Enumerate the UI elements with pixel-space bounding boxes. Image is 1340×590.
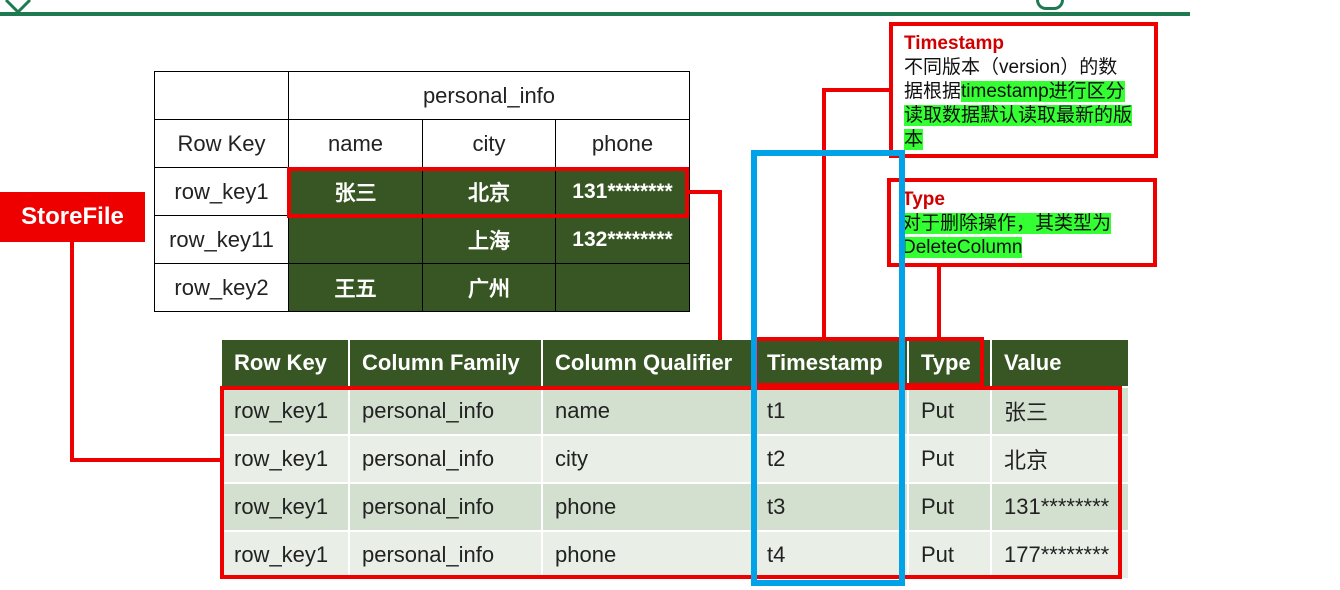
header-timestamp: Timestamp <box>754 340 909 387</box>
cell-column-family: personal_info <box>349 530 543 578</box>
city-cell: 上海 <box>422 215 556 264</box>
timestamp-note-text: 不同版本（version）的数 据根据timestamp进行区分 读取数据默认读… <box>904 56 1154 152</box>
cell-column-qualifier: phone <box>542 482 755 531</box>
storefile-connector <box>70 242 74 462</box>
cell-type: Put <box>908 434 992 483</box>
cell-value: 张三 <box>991 386 1130 435</box>
row-key1-highlight-box <box>287 167 689 218</box>
cell-timestamp: t2 <box>754 434 909 483</box>
timestamp-connector <box>822 88 826 340</box>
type-note-text: 对于删除操作，其类型为 DeleteColumn <box>902 212 1153 260</box>
storefile-label: StoreFile <box>0 192 145 242</box>
header-column-family: Column Family <box>349 340 543 387</box>
cell-value: 177******** <box>991 530 1130 578</box>
cell-column-qualifier: name <box>542 386 755 435</box>
storefile-table: Row Key Column Family Column Qualifier T… <box>222 340 1130 578</box>
table-row: row_key1 personal_info phone t3 Put 131*… <box>222 482 1130 531</box>
name-cell <box>288 215 423 264</box>
storefile-connector <box>70 458 222 462</box>
header-row-key: Row Key <box>222 340 350 387</box>
header-type: Type <box>908 340 992 387</box>
table-row: row_key1 张三 北京 131******** <box>154 167 690 216</box>
header-name: name <box>288 119 423 168</box>
cell-row-key: row_key1 <box>222 530 350 578</box>
timestamp-note: Timestamp 不同版本（version）的数 据根据timestamp进行… <box>889 22 1158 158</box>
logo-icon <box>1036 0 1064 10</box>
cell-column-family: personal_info <box>349 386 543 435</box>
row-key-cell: row_key2 <box>154 263 289 312</box>
table-row: row_key11 上海 132******** <box>154 215 690 264</box>
timestamp-note-highlight: timestamp进行区分 <box>961 81 1125 102</box>
cell-timestamp: t4 <box>754 530 909 578</box>
timestamp-note-highlight: 本 <box>904 129 924 150</box>
connector-line <box>718 190 722 340</box>
top-divider <box>0 12 1190 16</box>
cell-timestamp: t3 <box>754 482 909 531</box>
cell-row-key: row_key1 <box>222 482 350 531</box>
timestamp-note-line: 不同版本（version）的数 <box>904 57 1118 78</box>
name-cell: 王五 <box>288 263 423 312</box>
cell-column-qualifier: city <box>542 434 755 483</box>
phone-cell: 132******** <box>555 215 690 264</box>
cell-column-qualifier: phone <box>542 530 755 578</box>
timestamp-note-line: 据根据 <box>904 81 962 102</box>
city-cell: 广州 <box>422 263 556 312</box>
timestamp-column-highlight <box>751 150 905 586</box>
timestamp-note-title: Timestamp <box>904 33 1004 54</box>
type-note: Type 对于删除操作，其类型为 DeleteColumn <box>887 178 1157 267</box>
table-row: row_key1 personal_info city t2 Put 北京 <box>222 434 1130 483</box>
cell-value: 131******** <box>991 482 1130 531</box>
timestamp-note-highlight: 读取数据默认读取最新的版 <box>904 105 1133 126</box>
column-family-header: personal_info <box>288 71 690 120</box>
header-phone: phone <box>555 119 690 168</box>
type-note-highlight: 对于删除操作，其类型为 <box>902 213 1112 234</box>
connector-line <box>689 190 722 194</box>
header-city: city <box>422 119 556 168</box>
cell-type: Put <box>908 482 992 531</box>
chevron-down-icon <box>4 0 32 15</box>
row-key-cell: row_key1 <box>154 167 289 216</box>
cell-row-key: row_key1 <box>222 434 350 483</box>
table-row: row_key1 personal_info phone t4 Put 177*… <box>222 530 1130 578</box>
cell-column-family: personal_info <box>349 434 543 483</box>
row-key-cell: row_key11 <box>154 215 289 264</box>
table-row: row_key2 王五 广州 <box>154 263 690 312</box>
city-cell: 北京 <box>422 167 556 216</box>
phone-cell <box>555 263 690 312</box>
timestamp-connector <box>822 88 889 92</box>
type-note-title: Type <box>902 189 945 210</box>
personal-info-table: personal_info Row Key name city phone ro… <box>154 71 690 312</box>
cell-type: Put <box>908 386 992 435</box>
table-row: row_key1 personal_info name t1 Put 张三 <box>222 386 1130 435</box>
empty-corner-cell <box>154 71 289 120</box>
cell-value: 北京 <box>991 434 1130 483</box>
cell-row-key: row_key1 <box>222 386 350 435</box>
name-cell: 张三 <box>288 167 423 216</box>
cell-column-family: personal_info <box>349 482 543 531</box>
cell-type: Put <box>908 530 992 578</box>
cell-timestamp: t1 <box>754 386 909 435</box>
type-connector <box>937 267 941 340</box>
header-column-qualifier: Column Qualifier <box>542 340 755 387</box>
header-value: Value <box>991 340 1130 387</box>
storefile-rows-box <box>220 386 1122 579</box>
header-row-key: Row Key <box>154 119 289 168</box>
type-note-highlight: DeleteColumn <box>902 237 1023 258</box>
